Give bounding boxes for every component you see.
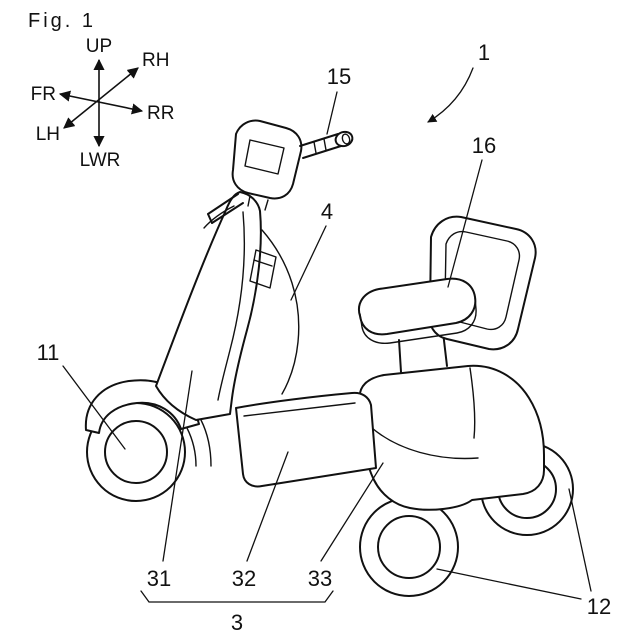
ref-label-1: 1 [478, 40, 490, 65]
ref-label-12: 12 [587, 594, 611, 619]
leader-line-32 [246, 451, 289, 562]
lever-blade [203, 205, 235, 229]
leader-line-4 [290, 225, 327, 301]
ref-label-4: 4 [321, 199, 333, 224]
rear-body-crease [371, 427, 479, 460]
numeral-bracket-3 [140, 590, 334, 603]
leg-shield-outline [155, 191, 262, 421]
grip-end-cap [334, 130, 354, 148]
figure-label: Fig. 1 [28, 10, 96, 32]
compass-axis-lh-rh [63, 67, 139, 129]
leg-shield-inner-line [217, 211, 246, 401]
grip-ring-2 [323, 138, 327, 151]
leader-line-15 [326, 91, 338, 135]
floor-deck [235, 391, 377, 488]
grip-end-cap-inner [341, 133, 351, 145]
compass-rh-label: RH [142, 50, 169, 71]
front-fork [186, 419, 212, 467]
leader-line-11 [62, 365, 126, 450]
leader-line-12-near [436, 568, 582, 600]
fairing-detail-panel [249, 249, 277, 289]
rear-wheel-near [359, 497, 459, 597]
direction-compass: UP RH FR RR LH LWR [31, 36, 175, 171]
ref-label-11: 11 [37, 340, 60, 365]
ref-label-3: 3 [231, 610, 243, 635]
front-fork-line-outer [200, 419, 212, 467]
handlebar-head-outline [231, 119, 303, 200]
steering-stem-rear [264, 199, 269, 211]
grip-ring-1 [313, 141, 317, 154]
compass-rr-label: RR [147, 103, 174, 124]
leader-arrow-1 [427, 67, 474, 123]
leader-line-31 [162, 370, 193, 562]
scooter-drawing [84, 119, 574, 597]
brake-lever [203, 193, 244, 229]
ref-label-32: 32 [232, 566, 256, 591]
floor-deck-edge [243, 402, 356, 417]
compass-fr-label: FR [31, 84, 56, 105]
rear-wheel-near-rim [377, 515, 441, 579]
grip-shaft-top [299, 133, 339, 147]
ref-label-33: 33 [308, 566, 332, 591]
fairing-detail-panel-line [253, 259, 273, 267]
lever-bracket-bottom [211, 202, 244, 224]
compass-lh-label: LH [36, 124, 60, 145]
ref-label-16: 16 [472, 133, 496, 158]
compass-axis-fr-rr [58, 90, 144, 115]
front-wheel-rim [104, 420, 168, 484]
seat-post-front [398, 339, 402, 373]
right-grip [299, 130, 354, 159]
steering-stem-front [247, 195, 251, 207]
rear-body-side-line [469, 367, 476, 439]
ref-label-15: 15 [327, 64, 351, 89]
leg-shield [155, 191, 300, 421]
lever-bracket-top [207, 193, 239, 215]
seat-cushion-top [358, 277, 477, 336]
leader-line-12-far [568, 488, 592, 592]
front-fork-line-inner [186, 427, 197, 467]
seat-cushion-side [359, 297, 477, 345]
compass-lwr-label: LWR [80, 150, 121, 171]
reference-numerals: 15 1 16 4 11 31 32 33 3 12 [37, 40, 612, 635]
ref-label-31: 31 [147, 566, 171, 591]
side-cowl-line [261, 229, 300, 395]
handlebar-display [244, 139, 285, 175]
leader-lines [62, 67, 592, 603]
rear-body [358, 364, 545, 511]
seat-cushion [358, 277, 477, 345]
grip-shaft-bottom [302, 145, 342, 159]
leader-line-16 [447, 159, 483, 288]
front-wheel [86, 402, 186, 502]
handlebar-head [231, 119, 303, 211]
leader-line-33 [320, 462, 384, 562]
compass-up-label: UP [86, 36, 112, 57]
